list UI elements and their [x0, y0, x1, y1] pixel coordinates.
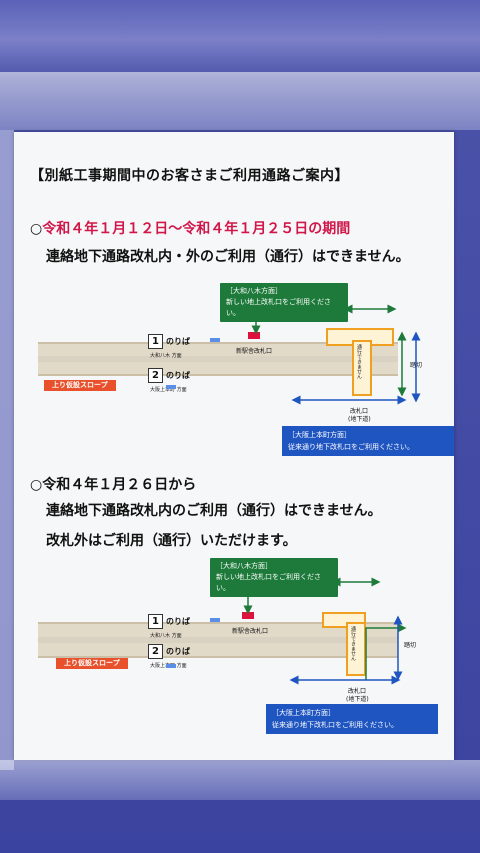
notice-title: 【別紙工事期間中のお客さまご利用通路ご案内】 [30, 168, 349, 184]
map1-passage-text: 通行できません [356, 344, 362, 379]
map1-platform2-label: のりば [166, 371, 190, 380]
map1-slope-label: 上り仮設スロープ [44, 380, 116, 391]
map1-green-text: 新しい地上改札口をご利用ください。 [226, 298, 331, 317]
map2-new-gate-label: 新駅舎改札口 [232, 628, 269, 635]
map2-slope-label: 上り仮設スロープ [56, 658, 128, 669]
map1-blue-marker1 [210, 338, 220, 342]
map2-green-notice: ［大和八木方面］ 新しい地上改札口をご利用ください。 [210, 558, 338, 597]
period2-heading: ○令和４年１月２６日から [30, 474, 196, 494]
tape-bottom [0, 760, 480, 800]
map1-gate-under: 改札口 [350, 408, 369, 415]
tape-top [0, 72, 480, 130]
map2-platform1-number: 1 [148, 614, 163, 629]
map1-gate-under-sub: (地下道) [348, 416, 371, 423]
map1-platform2-number: 2 [148, 368, 163, 383]
period2-text-2: 改札外はご利用（通行）いただけます。 [46, 533, 297, 549]
map2-passage-text: 通行できません [350, 626, 356, 661]
map2-platform1-label: のりば [166, 617, 190, 626]
map1-new-gate-label: 新駅舎改札口 [236, 348, 273, 355]
map2-orange-passage [346, 622, 366, 676]
map2-platform2-label: のりば [166, 647, 190, 656]
map2-gate-under-sub: (地下道) [346, 696, 369, 703]
map1-blue-text: 従来通り地下改札口をご利用ください。 [288, 443, 414, 451]
map1-platform1-number: 1 [148, 334, 163, 349]
map2-blue-title: ［大阪上本町方面］ [272, 709, 335, 717]
map2-green-title: ［大和八木方面］ [216, 562, 272, 570]
period1-heading: ○令和４年１月１２日～令和４年１月２５日の期間 [30, 218, 350, 238]
map2-blue-marker1 [210, 618, 220, 622]
tape-left [0, 130, 14, 770]
map2-gate-under: 改札口 [348, 688, 367, 695]
map2-green-text: 新しい地上改札口をご利用ください。 [216, 573, 321, 592]
map2-crossing: 踏切 [404, 642, 417, 649]
map1-dir2: 大阪上本町 方面 [150, 387, 187, 393]
period1-heading-text: 令和４年１月１２日～令和４年１月２５日の期間 [42, 221, 351, 237]
period1-text: 連絡地下通路改札内・外のご利用（通行）はできません。 [46, 249, 410, 265]
map2-blue-marker2 [166, 664, 176, 668]
map1-blue-notice: ［大阪上本町方面］ 従来通り地下改札口をご利用ください。 [282, 426, 454, 456]
period2-text-1: 連絡地下通路改札内のご利用（通行）はできません。 [46, 503, 382, 519]
map1-platform1-label: のりば [166, 337, 190, 346]
map1-new-gate-marker [248, 332, 260, 339]
map2-new-gate-marker [242, 612, 254, 619]
map2-arrow-green-l [365, 623, 407, 680]
period2-heading-text: 令和４年１月２６日から [42, 477, 197, 493]
map2-dir1: 大和八木 方面 [150, 633, 182, 639]
bullet: ○ [30, 477, 43, 493]
map1-green-title: ［大和八木方面］ [226, 287, 282, 295]
map1-blue-marker2 [166, 385, 176, 389]
map2-platform2-number: 2 [148, 644, 163, 659]
map1-orange-passage [352, 340, 372, 396]
map2-blue-text: 従来通り地下改札口をご利用ください。 [272, 721, 398, 729]
map2-track [38, 637, 398, 643]
map1-dir1: 大和八木 方面 [150, 353, 182, 359]
map1-green-notice: ［大和八木方面］ 新しい地上改札口をご利用ください。 [220, 283, 348, 322]
bullet: ○ [30, 221, 43, 237]
map1-track [38, 356, 398, 362]
map2-blue-notice: ［大阪上本町方面］ 従来通り地下改札口をご利用ください。 [266, 704, 438, 734]
map1-blue-title: ［大阪上本町方面］ [288, 431, 351, 439]
